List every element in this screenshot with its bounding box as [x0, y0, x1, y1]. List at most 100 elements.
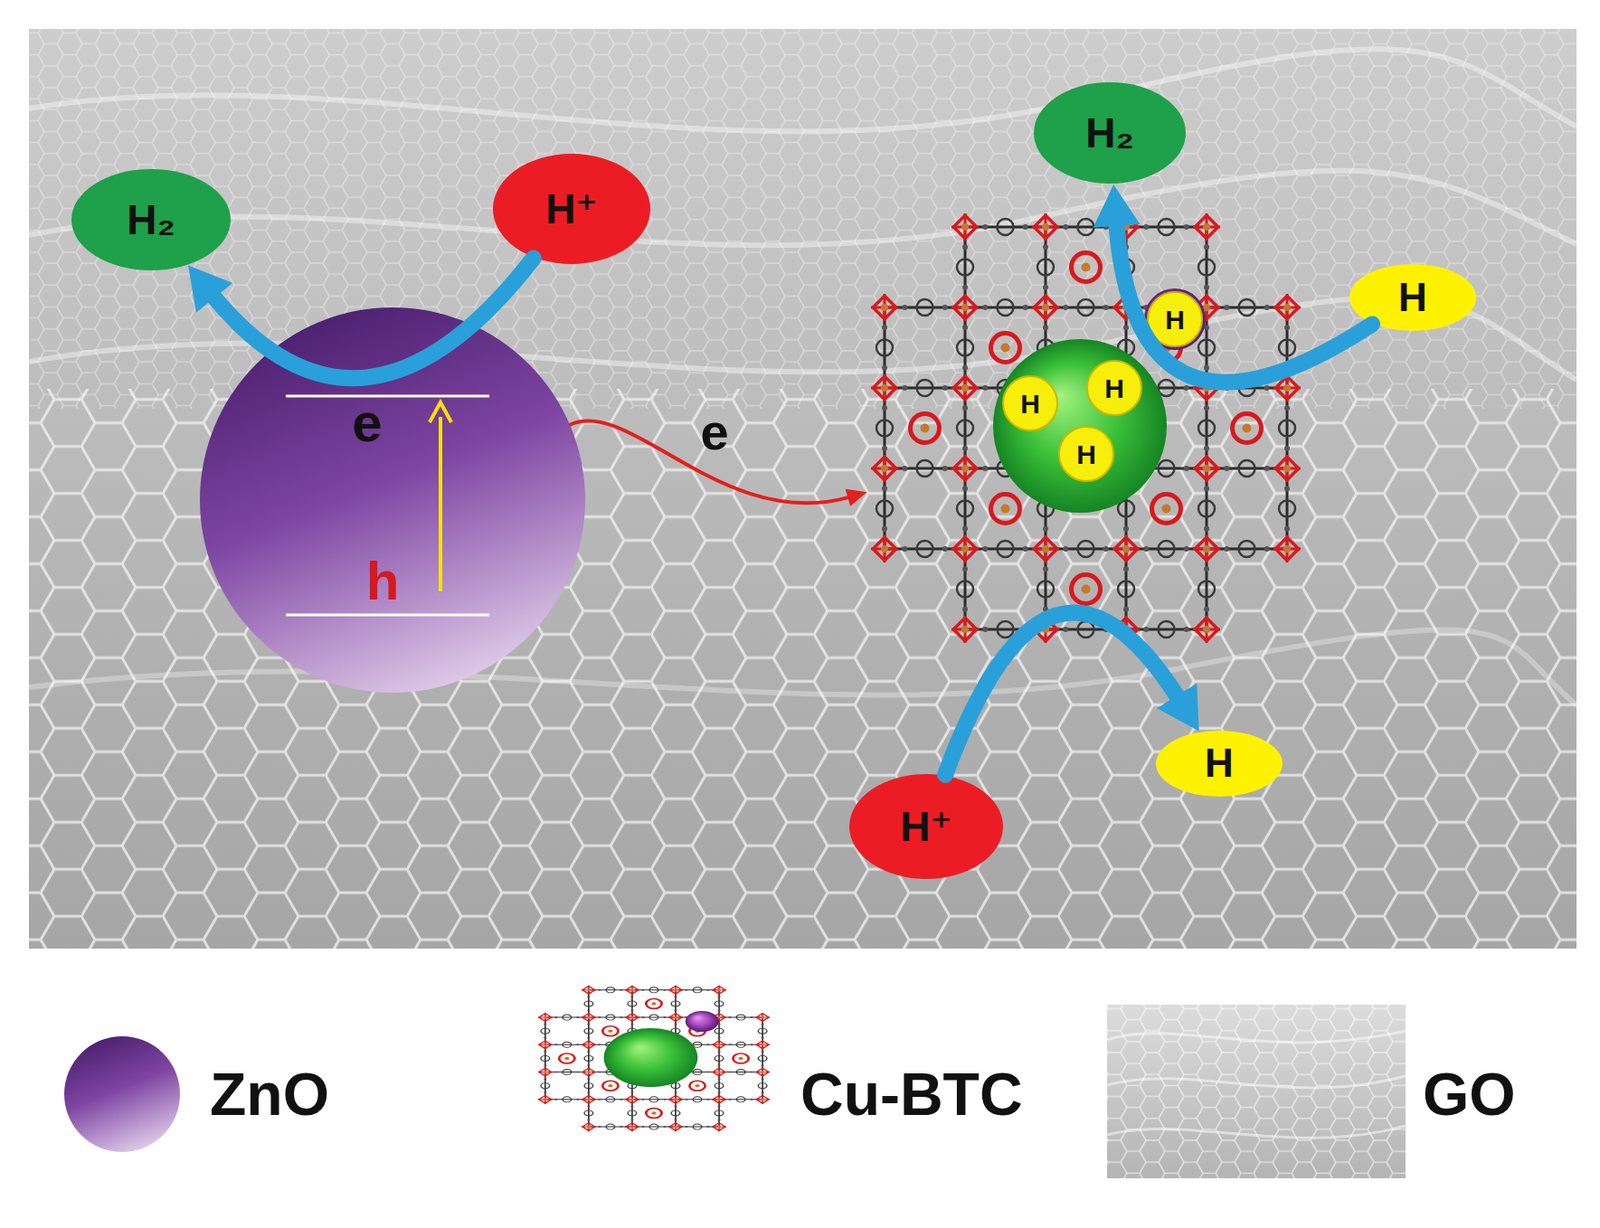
btc-ring	[736, 1041, 746, 1048]
pore-ring	[1071, 253, 1101, 283]
pore-ring	[1232, 414, 1262, 444]
copper-atom	[738, 1057, 743, 1061]
carbon-atom	[673, 1091, 677, 1094]
btc-ring	[1078, 540, 1095, 558]
paddlewheel	[668, 989, 683, 991]
carbon-atom	[760, 1023, 764, 1026]
carbon-atom	[1284, 324, 1290, 331]
carbon-atom	[942, 304, 948, 311]
copper-atom	[880, 464, 889, 473]
carbon-atom	[1123, 324, 1129, 331]
carbon-atom	[982, 304, 988, 311]
copper-atom	[651, 1002, 656, 1005]
btc-ring	[1198, 501, 1215, 518]
btc-ring	[1198, 340, 1215, 357]
carbon-atom	[1223, 546, 1230, 552]
copper-atom	[586, 1126, 591, 1129]
copper-atom	[1041, 303, 1050, 312]
pore-ring	[602, 1026, 618, 1037]
carbon-atom	[597, 989, 601, 992]
copper-atom	[717, 1126, 721, 1129]
btc-ring	[917, 540, 934, 558]
carbon-atom	[630, 1091, 634, 1094]
pore-ring	[732, 1053, 748, 1064]
carbon-atom	[962, 284, 968, 291]
carbon-atom	[1284, 485, 1290, 492]
carbon-atom	[728, 1016, 731, 1019]
excitation-arrow	[438, 416, 443, 592]
species-label: H	[1398, 275, 1428, 320]
arrow-head	[845, 489, 868, 507]
btc-ring	[1198, 259, 1215, 276]
paddlewheel	[711, 989, 727, 991]
btc-ring	[649, 1124, 659, 1130]
carbon-atom	[619, 1098, 623, 1101]
paddlewheel	[711, 1044, 727, 1046]
pore-ring	[991, 333, 1021, 363]
pore-ring	[1152, 494, 1182, 524]
copper-atom	[717, 988, 721, 992]
copper-atom	[961, 384, 969, 392]
hydrogen-product: H₂	[1032, 81, 1187, 185]
carbon-atom	[749, 1016, 753, 1019]
carbon-atom	[942, 546, 948, 552]
carbon-atom	[1022, 304, 1029, 311]
copper-atom	[961, 625, 969, 634]
carbon-atom	[881, 445, 888, 452]
carbon-atom	[1143, 546, 1149, 552]
btc-ring	[997, 540, 1014, 558]
copper-atom	[961, 464, 969, 473]
carbon-atom	[641, 989, 644, 992]
species-circle	[1003, 376, 1058, 431]
paddlewheel	[581, 1071, 597, 1073]
species-ellipse	[1033, 82, 1186, 184]
carbon-atom	[586, 1050, 590, 1053]
copper-atom	[717, 1098, 721, 1101]
adsorbed-hydrogen: H	[1001, 374, 1060, 433]
carbon-atom	[630, 995, 634, 998]
btc-ring	[584, 1028, 594, 1034]
btc-ring	[562, 1014, 572, 1021]
carbon-atom	[619, 989, 623, 992]
copper-atom	[607, 1029, 613, 1032]
carbon-atom	[942, 385, 948, 391]
copper-atom	[760, 1043, 765, 1047]
carbon-atom	[630, 1119, 634, 1122]
carbon-atom	[576, 1071, 579, 1074]
paddlewheel	[624, 989, 640, 991]
carbon-atom	[1123, 526, 1129, 532]
btc-ring	[956, 581, 974, 598]
arrow-head	[1093, 184, 1141, 228]
legend-text: ZnO	[209, 1061, 330, 1128]
proton-reactant: H⁺	[492, 152, 652, 266]
carbon-atom	[1103, 546, 1109, 552]
species-ellipse	[71, 169, 231, 271]
carbon-atom	[1183, 626, 1190, 633]
pore-ring	[1071, 575, 1101, 605]
cu-btc-region: HHHH	[867, 209, 1307, 649]
copper-atom	[630, 1098, 635, 1101]
species-label: H	[1020, 388, 1041, 419]
carbon-atom	[717, 1078, 720, 1080]
carbon-atom	[662, 1126, 666, 1128]
copper-atom	[1283, 384, 1291, 392]
guest-sphere	[993, 339, 1167, 513]
paddlewheel	[581, 1044, 597, 1046]
copper-atom	[694, 1084, 700, 1088]
carbon-atom	[717, 1037, 720, 1040]
btc-ring	[1198, 420, 1215, 437]
copper-atom	[564, 1057, 569, 1061]
carbon-atom	[554, 1098, 558, 1101]
arrow-head	[1156, 683, 1199, 732]
paddlewheel	[755, 1071, 770, 1073]
pore-ring	[602, 1080, 618, 1091]
carbon-atom	[982, 546, 988, 552]
species-circle	[1147, 292, 1203, 347]
carbon-atom	[717, 995, 720, 998]
carbon-atom	[717, 1119, 720, 1122]
btc-ring	[671, 1110, 681, 1117]
species-label: H	[1204, 741, 1234, 786]
carbon-atom	[717, 1050, 720, 1053]
carbon-atom	[1042, 324, 1049, 331]
carbon-atom	[881, 324, 888, 331]
